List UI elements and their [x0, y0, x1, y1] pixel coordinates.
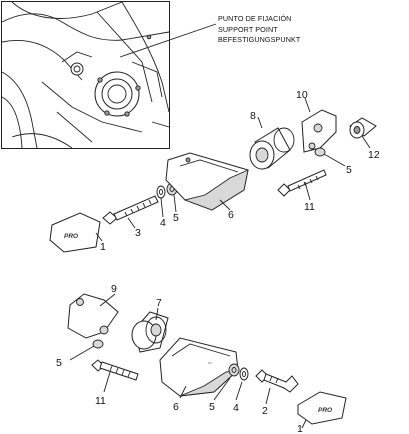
callout-upper-11: 11 [304, 201, 315, 213]
lower-part-5-washer-left [92, 339, 104, 349]
callout-upper-5a: 5 [173, 212, 179, 224]
callout-upper-5b: 5 [346, 164, 352, 176]
support-point-label-de: BEFESTIGUNGSPUNKT [218, 35, 301, 44]
callout-upper-10: 10 [296, 89, 308, 101]
callout-lower-2: 2 [262, 405, 268, 417]
lower-part-6-bracket: ▭ [159, 337, 240, 397]
upper-part-6-bracket [165, 152, 249, 211]
upper-part-11-bolt [277, 169, 327, 197]
lower-part-1-cover: PRO [297, 391, 347, 425]
callout-lower-1: 1 [297, 423, 303, 434]
callout-lower-6: 6 [173, 401, 179, 413]
detail-inset [1, 1, 170, 149]
callout-lower-7: 7 [156, 297, 162, 309]
callout-upper-4: 4 [160, 217, 166, 229]
lower-part-11-bolt [91, 359, 139, 381]
upper-part-10-plate [301, 109, 337, 153]
callout-upper-8: 8 [250, 110, 256, 122]
callout-lower-9: 9 [111, 283, 117, 295]
upper-part-12-cap [349, 117, 377, 139]
callout-lower-4: 4 [233, 402, 239, 414]
lower-cover-logo: PRO [318, 407, 332, 414]
callout-lower-5b: 5 [209, 401, 215, 413]
lower-part-2-bolt [255, 369, 299, 393]
motorcycle-frame-detail [2, 2, 169, 148]
support-point-label: PUNTO DE FIJACIÓN SUPPORT POINT BEFESTIG… [218, 14, 300, 46]
lower-part-7-slider [131, 311, 169, 353]
lower-part-5-spacer [228, 363, 240, 377]
callout-upper-1: 1 [100, 241, 106, 253]
lower-bracket-marking: ▭ [208, 360, 212, 365]
callout-upper-12: 12 [368, 149, 380, 161]
support-point-label-en: SUPPORT POINT [218, 24, 278, 34]
upper-part-8-slider [249, 127, 295, 170]
upper-part-4-washer [156, 185, 166, 199]
callout-lower-11: 11 [95, 395, 106, 407]
support-point-label-es: PUNTO DE FIJACIÓN [218, 14, 292, 23]
callout-lower-5a: 5 [56, 357, 62, 369]
lower-part-4-washer [239, 367, 249, 381]
upper-cover-logo: PRO [64, 233, 78, 240]
upper-part-3-bolt [102, 195, 159, 225]
upper-part-5-washer [314, 147, 326, 157]
callout-upper-3: 3 [135, 227, 141, 239]
lower-part-9-plate [67, 293, 119, 339]
support-point-leader [119, 23, 217, 58]
callout-upper-6: 6 [228, 209, 234, 221]
upper-part-1-cover: PRO [49, 212, 101, 253]
